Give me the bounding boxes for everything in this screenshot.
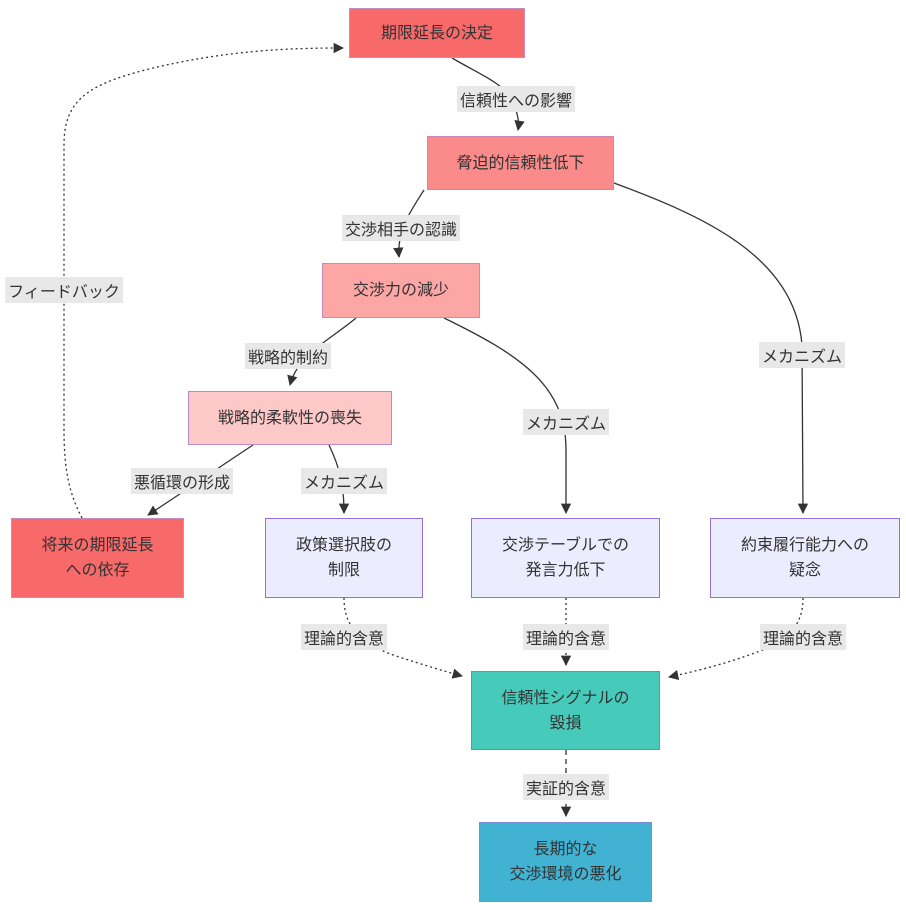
edge-label-theoretical-implication-2: 理論的含意 [522, 624, 610, 650]
node-text: 毀損 [549, 714, 582, 732]
edge-label-counterpart-perception: 交渉相手の認識 [341, 215, 461, 241]
edge-threat-to-commitment [613, 182, 809, 515]
edge-label-theoretical-implication-1: 理論的含意 [300, 624, 388, 650]
node-text: 戦略的柔軟性の喪失 [217, 409, 362, 427]
edge-label-theoretical-implication-3: 理論的含意 [759, 624, 847, 650]
node-text: 疑念 [788, 562, 821, 579]
node-commitment-capability-doubt: 約束履行能力への 疑念 [710, 518, 900, 598]
edge-policy-to-signal [343, 597, 464, 679]
node-future-extension-dependence: 将来の期限延長 への依存 [11, 518, 184, 598]
edge-label-mechanism-1: メカニズム [300, 468, 388, 494]
edge-label-strategic-constraint: 戦略的制約 [244, 343, 332, 369]
node-policy-options-limitation: 政策選択肢の 制限 [265, 518, 423, 598]
node-text: 脅迫的信頼性低下 [456, 154, 585, 172]
node-deadline-extension-decision: 期限延長の決定 [349, 8, 525, 58]
node-text: 信頼性シグナルの [501, 689, 630, 707]
edge-label-mechanism-3: メカニズム [758, 342, 846, 368]
node-credibility-signal-damage: 信頼性シグナルの 毀損 [471, 671, 660, 750]
node-text: 期限延長の決定 [380, 24, 493, 42]
edge-label-empirical-implication: 実証的含意 [522, 774, 610, 800]
node-text: 交渉力の減少 [352, 282, 449, 299]
node-text: 交渉環境の悪化 [509, 866, 622, 883]
node-text: への依存 [65, 562, 130, 579]
edge-bargaining-to-table [443, 317, 572, 515]
node-text: 発言力低下 [525, 562, 606, 579]
edge-commitment-to-signal [667, 597, 804, 681]
edge-label-vicious-cycle: 悪循環の形成 [130, 468, 234, 494]
node-text: 制限 [327, 562, 360, 579]
node-negotiation-table-voice-decline: 交渉テーブルでの 発言力低下 [471, 518, 660, 598]
node-text: 長期的な [533, 841, 598, 858]
edge-label-mechanism-2: メカニズム [522, 409, 610, 435]
node-text: 将来の期限延長 [41, 537, 154, 554]
edge-label-feedback: フィードバック [5, 277, 123, 303]
node-bargaining-power-decrease: 交渉力の減少 [322, 263, 480, 318]
node-text: 政策選択肢の [295, 537, 392, 554]
node-strategic-flexibility-loss: 戦略的柔軟性の喪失 [188, 391, 392, 445]
edge-label-credibility-impact: 信頼性への影響 [456, 86, 576, 112]
node-text: 約束履行能力への [740, 537, 869, 554]
node-threat-credibility-decline: 脅迫的信頼性低下 [427, 136, 614, 190]
edge-feedback-dependence-to-decision [63, 42, 345, 519]
node-longterm-negotiation-environment-deterioration: 長期的な 交渉環境の悪化 [479, 822, 652, 902]
node-text: 交渉テーブルでの [501, 537, 630, 554]
